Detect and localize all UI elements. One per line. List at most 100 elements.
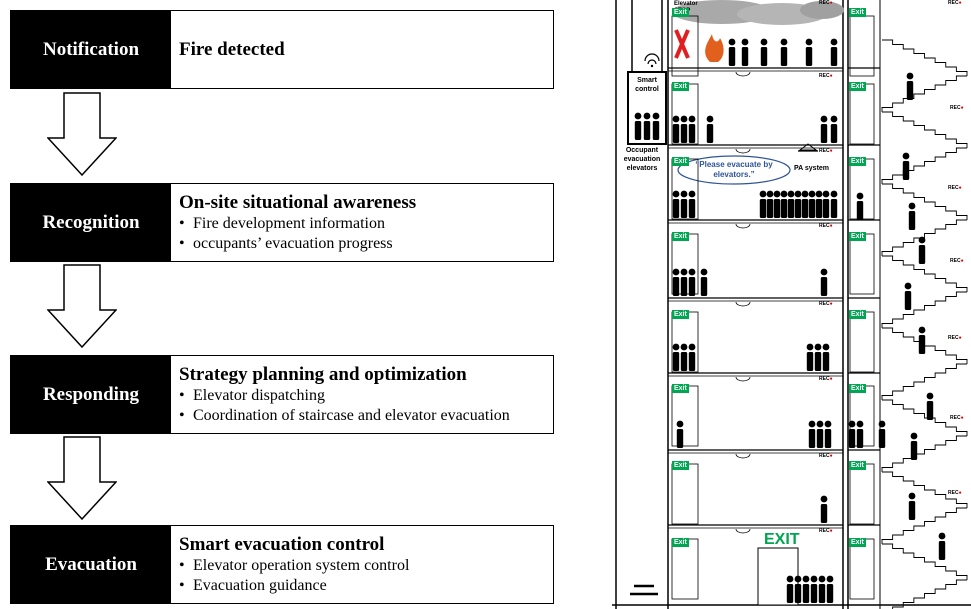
occupant-head xyxy=(806,343,814,351)
occupant-body xyxy=(918,335,926,354)
rec-dot-icon: ● xyxy=(829,453,833,459)
smart-control-label: Smart control xyxy=(635,77,659,93)
stage-label: Notification xyxy=(11,11,171,88)
stage-item: •Evacuation guidance xyxy=(179,576,327,594)
exit-sign: Exit xyxy=(672,82,689,91)
occupant-head xyxy=(676,420,684,428)
occupant-body xyxy=(830,199,838,218)
rec-dot-icon: ● xyxy=(829,301,833,307)
occupant-body xyxy=(760,47,768,66)
rec-camera-icon: REC● xyxy=(950,415,964,421)
rec-camera-icon: REC● xyxy=(819,0,833,6)
rec-dot-icon: ● xyxy=(958,185,962,191)
occupant-body xyxy=(830,124,838,143)
stage-item: •Coordination of staircase and elevator … xyxy=(179,406,510,424)
rec-dot-icon: ● xyxy=(958,335,962,341)
exit-sign: Exit xyxy=(672,157,689,166)
occupant-body xyxy=(676,429,684,448)
stage-recognition: Recognition On-site situational awarenes… xyxy=(10,183,554,262)
stage-evacuation: Evacuation Smart evacuation control •Ele… xyxy=(10,525,554,604)
occupant-head xyxy=(652,112,660,120)
occupant-head xyxy=(820,495,828,503)
occupant-head xyxy=(808,420,816,428)
occupant-elevators-label: Occupant evacuation elevators xyxy=(623,147,661,172)
exit-sign: Exit xyxy=(849,384,866,393)
occupant-head xyxy=(728,38,736,46)
rec-dot-icon: ● xyxy=(960,258,964,264)
occupant-head xyxy=(700,268,708,276)
stage-title: Strategy planning and optimization xyxy=(179,363,467,385)
occupant-head xyxy=(634,112,642,120)
occupant-body xyxy=(906,81,914,100)
occupant-head xyxy=(780,38,788,46)
occupant-head xyxy=(918,326,926,334)
occupant-body xyxy=(787,199,795,218)
stair-door xyxy=(849,83,875,145)
exit-sign: Exit xyxy=(672,461,689,470)
occupant-head xyxy=(680,343,688,351)
occupant-body xyxy=(908,211,916,230)
occupant-body xyxy=(815,199,823,218)
occupant-body xyxy=(806,352,814,371)
rec-camera-icon: REC● xyxy=(819,148,833,154)
staircase-flight xyxy=(882,111,968,148)
occupant-body xyxy=(908,501,916,520)
ceiling-light-icon xyxy=(735,528,751,534)
stair-door xyxy=(849,311,875,373)
bullet: • xyxy=(179,386,185,404)
rec-camera-icon: REC● xyxy=(948,0,962,6)
occupant-head xyxy=(760,38,768,46)
occupant-body xyxy=(902,161,910,180)
stage-item: •Elevator dispatching xyxy=(179,386,325,404)
stage-title: Fire detected xyxy=(179,38,285,60)
occupant-body xyxy=(786,584,794,603)
ceiling-light-icon xyxy=(735,301,751,307)
occupant-body xyxy=(634,121,642,140)
occupant-body xyxy=(808,429,816,448)
occupant-body xyxy=(938,541,946,560)
building-structure xyxy=(612,0,971,609)
stage-label: Recognition xyxy=(11,184,171,261)
occupant-head xyxy=(824,420,832,428)
stage-item: •Fire development information xyxy=(179,214,385,232)
occupant-head xyxy=(810,575,818,583)
ceiling-light-icon xyxy=(735,376,751,382)
occupant-body xyxy=(856,429,864,448)
occupant-head xyxy=(918,236,926,244)
occupant-body xyxy=(741,47,749,66)
stair-door xyxy=(849,463,875,525)
occupant-head xyxy=(856,192,864,200)
bullet: • xyxy=(179,576,185,594)
occupant-head xyxy=(820,115,828,123)
occupant-head xyxy=(848,420,856,428)
occupant-head xyxy=(680,268,688,276)
occupant-head xyxy=(904,282,912,290)
occupant-head xyxy=(826,575,834,583)
occupant-head xyxy=(818,575,826,583)
staircase-flight xyxy=(882,183,968,220)
occupant-body xyxy=(816,429,824,448)
occupant-body xyxy=(672,352,680,371)
occupant-head xyxy=(906,72,914,80)
occupant-head xyxy=(814,343,822,351)
big-exit-sign: EXIT xyxy=(764,531,800,548)
occupant-head xyxy=(820,268,828,276)
occupant-head xyxy=(908,492,916,500)
occupant-head xyxy=(766,190,774,198)
occupant-head xyxy=(902,152,910,160)
stair-door xyxy=(849,538,875,600)
occupant-head xyxy=(938,532,946,540)
pa-system-label: PA system xyxy=(794,165,830,172)
occupant-head xyxy=(688,115,696,123)
rec-camera-icon: REC● xyxy=(819,223,833,229)
down-arrow-icon xyxy=(47,264,117,348)
ceiling-light-icon xyxy=(735,223,751,229)
exit-sign: Exit xyxy=(849,157,866,166)
occupant-head xyxy=(680,115,688,123)
occupant-body xyxy=(820,277,828,296)
stage-title: Smart evacuation control xyxy=(179,533,385,555)
occupant-body xyxy=(780,47,788,66)
stage-body: Smart evacuation control •Elevator opera… xyxy=(179,526,549,603)
occupant-body xyxy=(652,121,660,140)
occupant-head xyxy=(672,115,680,123)
